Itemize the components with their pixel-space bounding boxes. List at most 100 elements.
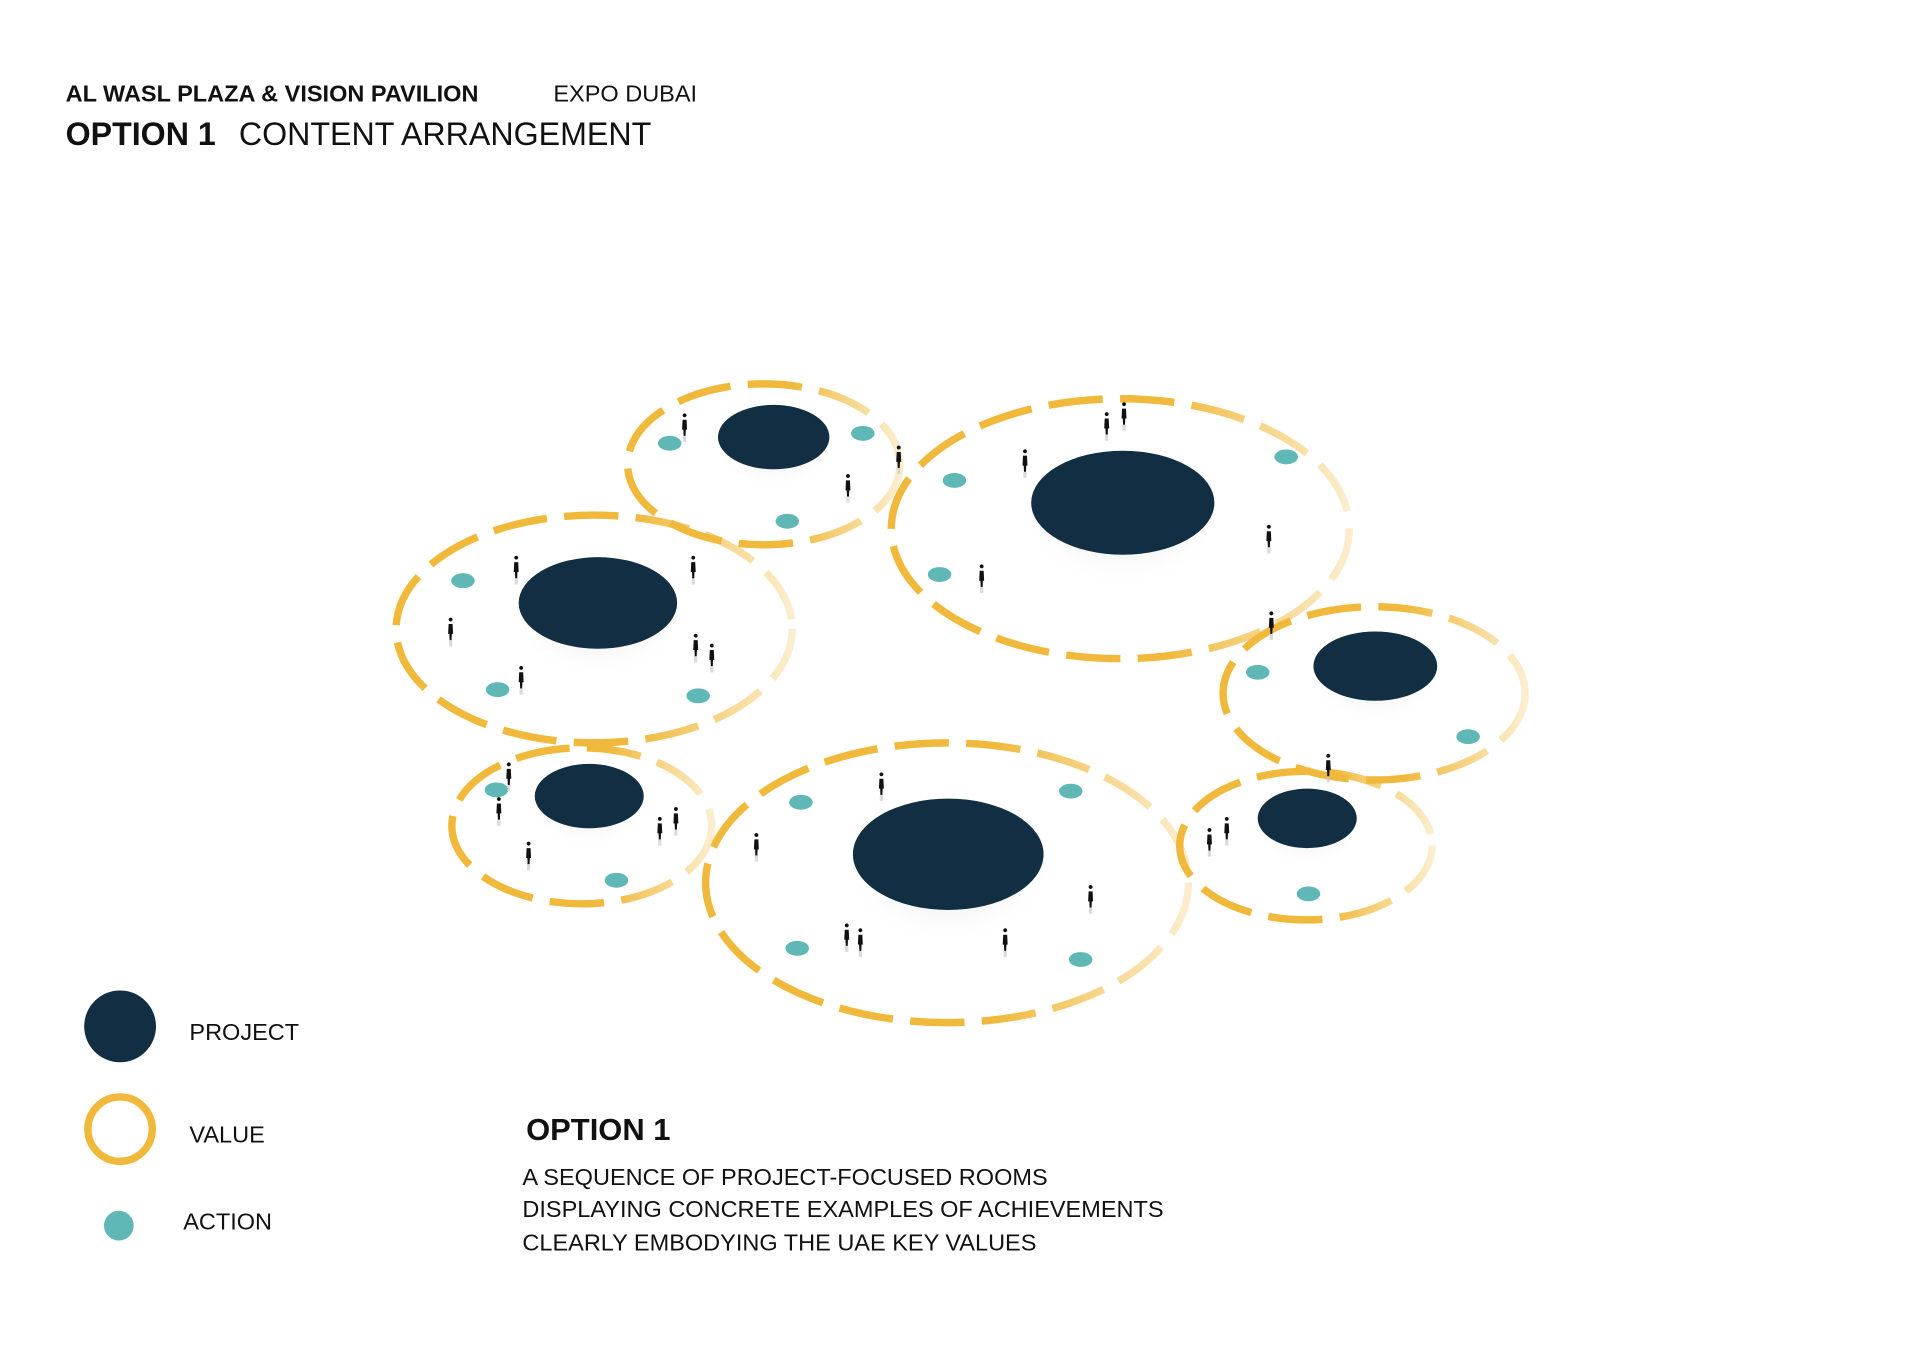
person-figure bbox=[709, 643, 715, 667]
legend-project-icon bbox=[84, 990, 156, 1063]
person-shadow bbox=[845, 945, 849, 953]
legend-value-icon bbox=[84, 1093, 156, 1165]
project-disc bbox=[717, 404, 830, 470]
person-figure bbox=[979, 564, 985, 587]
project-name: AL WASL PLAZA & VISION PAVILION bbox=[66, 81, 479, 107]
person-shadow bbox=[1023, 471, 1027, 478]
person-figure bbox=[878, 772, 884, 795]
action-dot bbox=[657, 435, 682, 451]
person-figure bbox=[513, 555, 519, 579]
action-dot bbox=[775, 513, 800, 529]
person-figure bbox=[857, 928, 863, 951]
person-shadow bbox=[507, 784, 511, 792]
project-disc bbox=[1257, 788, 1357, 849]
value-ring bbox=[392, 511, 796, 747]
person-shadow bbox=[519, 688, 523, 695]
person-shadow bbox=[1088, 907, 1093, 914]
person-shadow bbox=[497, 819, 501, 826]
person-figure bbox=[657, 816, 663, 840]
person-shadow bbox=[691, 578, 695, 585]
project-disc bbox=[534, 763, 644, 829]
action-dot bbox=[686, 688, 710, 704]
person-shadow bbox=[1267, 547, 1271, 554]
subtitle: CONTENT ARRANGEMENT bbox=[239, 116, 651, 152]
person-shadow bbox=[514, 578, 518, 585]
action-dot bbox=[785, 940, 809, 956]
person-shadow bbox=[526, 864, 531, 871]
option-label: OPTION 1 bbox=[66, 116, 216, 152]
person-shadow bbox=[1105, 434, 1109, 441]
person-shadow bbox=[694, 656, 698, 663]
person-shadow bbox=[674, 829, 678, 836]
action-dot bbox=[942, 473, 967, 488]
person-figure bbox=[1104, 412, 1110, 435]
value-ring bbox=[623, 380, 904, 549]
person-figure bbox=[1002, 928, 1008, 951]
person-figure bbox=[1088, 884, 1094, 908]
action-dot bbox=[1059, 783, 1083, 799]
action-dot bbox=[851, 425, 875, 441]
person-figure bbox=[518, 665, 524, 689]
legend-project-label: PROJECT bbox=[189, 1019, 299, 1045]
value-ring bbox=[448, 744, 716, 908]
person-shadow bbox=[658, 839, 662, 846]
header: AL WASL PLAZA & VISION PAVILION EXPO DUB… bbox=[66, 81, 697, 152]
person-shadow bbox=[897, 468, 901, 475]
action-dot bbox=[1068, 952, 1093, 967]
person-shadow bbox=[879, 794, 884, 802]
description-line: DISPLAYING CONCRETE EXAMPLES OF ACHIEVEM… bbox=[522, 1196, 1163, 1222]
person-shadow bbox=[980, 586, 984, 594]
action-dot bbox=[485, 682, 510, 698]
person-figure bbox=[673, 806, 679, 830]
person-figure bbox=[845, 473, 851, 497]
description: OPTION 1 A SEQUENCE OF PROJECT-FOCUSED R… bbox=[522, 1112, 1163, 1255]
person-figure bbox=[1206, 828, 1212, 851]
person-shadow bbox=[1122, 424, 1126, 431]
action-dot bbox=[1296, 886, 1321, 902]
action-dot bbox=[927, 567, 952, 582]
person-shadow bbox=[754, 855, 758, 862]
person-shadow bbox=[448, 640, 453, 647]
person-figure bbox=[1266, 524, 1272, 548]
description-line: CLEARLY EMBODYING THE UAE KEY VALUES bbox=[522, 1229, 1036, 1255]
legend: PROJECT VALUE ACTION bbox=[84, 990, 299, 1241]
value-ring bbox=[701, 739, 1193, 1027]
project-disc bbox=[1313, 631, 1438, 701]
project-disc bbox=[1031, 450, 1215, 555]
legend-action-label: ACTION bbox=[183, 1208, 272, 1234]
person-figure bbox=[1224, 816, 1230, 840]
person-shadow bbox=[1225, 839, 1229, 846]
person-shadow bbox=[1326, 776, 1330, 783]
person-figure bbox=[1325, 753, 1331, 777]
description-line: A SEQUENCE OF PROJECT-FOCUSED ROOMS bbox=[522, 1164, 1047, 1190]
person-shadow bbox=[682, 435, 687, 443]
person-figure bbox=[1022, 449, 1028, 472]
value-ring bbox=[887, 395, 1354, 663]
action-dot bbox=[1274, 449, 1298, 465]
project-disc bbox=[852, 798, 1044, 910]
person-figure bbox=[682, 413, 688, 436]
person-figure bbox=[896, 445, 902, 469]
person-shadow bbox=[1269, 633, 1273, 641]
person-shadow bbox=[1003, 950, 1007, 958]
action-dot bbox=[789, 794, 813, 810]
person-figure bbox=[753, 832, 759, 856]
location: EXPO DUBAI bbox=[553, 81, 697, 107]
action-dot bbox=[451, 573, 475, 589]
action-dot bbox=[1245, 664, 1270, 680]
person-figure bbox=[526, 841, 532, 865]
person-figure bbox=[1121, 402, 1127, 425]
action-dot bbox=[1456, 729, 1480, 745]
person-figure bbox=[506, 762, 512, 785]
value-ring bbox=[1176, 767, 1436, 924]
person-figure bbox=[448, 617, 454, 641]
action-dot bbox=[484, 782, 509, 798]
action-dot bbox=[604, 872, 629, 888]
person-shadow bbox=[710, 666, 714, 673]
person-figure bbox=[693, 633, 699, 657]
description-title: OPTION 1 bbox=[526, 1112, 670, 1147]
project-disc bbox=[518, 557, 678, 649]
person-figure bbox=[1268, 611, 1274, 634]
person-figure bbox=[690, 555, 696, 579]
